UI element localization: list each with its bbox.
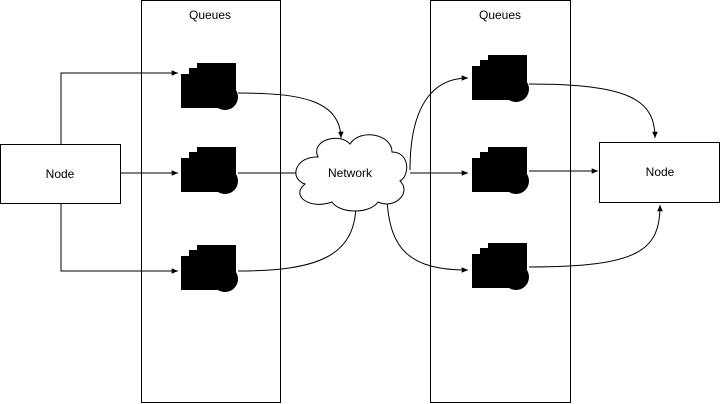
- queue-icon: [181, 147, 238, 194]
- edge-node-to-queue-top: [60, 70, 178, 144]
- left-node: Node: [0, 144, 121, 204]
- cloud-icon: [295, 134, 408, 212]
- edge-queue-top-to-node: [528, 83, 658, 139]
- left-queues-group: Queues: [141, 0, 281, 403]
- right-queues-label: Queues: [479, 8, 521, 22]
- left-node-label: Node: [46, 167, 75, 181]
- edge-node-to-queue-bottom: [60, 203, 178, 274]
- left-queues-label: Queues: [189, 8, 231, 22]
- queue-icon: [472, 55, 529, 102]
- right-node-label: Node: [646, 165, 675, 179]
- edge-network-to-queue-top: [409, 75, 469, 171]
- queue-icon: [181, 63, 238, 110]
- edge-queue-bottom-to-network: [237, 204, 359, 272]
- edge-queue-top-to-network: [237, 92, 344, 139]
- edge-queue-bottom-to-node: [528, 204, 663, 268]
- queue-icon: [472, 243, 529, 290]
- edge-network-to-queue-bottom: [386, 199, 469, 273]
- network-cloud: Network: [295, 134, 408, 212]
- queue-icon: [472, 147, 529, 194]
- queue-icon: [181, 245, 238, 292]
- right-node: Node: [599, 142, 720, 203]
- network-label: Network: [328, 166, 373, 180]
